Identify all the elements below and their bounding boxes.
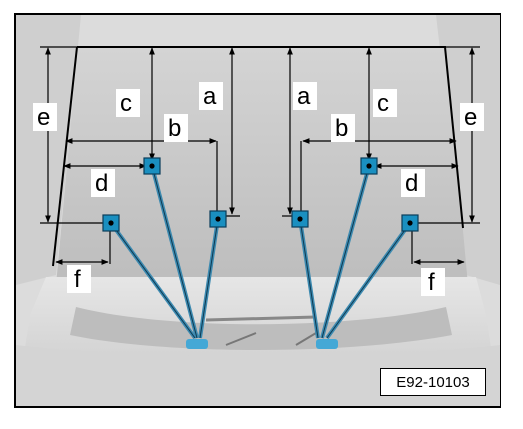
label-c-left: c (120, 90, 132, 117)
label-d-right: d (405, 170, 418, 197)
label-b-right: b (335, 115, 348, 142)
nozzle-markers (102, 157, 419, 232)
left-washer-connector (186, 339, 208, 349)
dimension-labels: a a c c b b d d e e f f (33, 82, 484, 296)
label-f-right: f (428, 269, 435, 296)
windscreen (56, 46, 468, 285)
label-f-left: f (74, 266, 81, 293)
wiper-recess (70, 307, 452, 350)
label-a-right: a (297, 83, 311, 110)
label-e-right: e (464, 104, 477, 131)
dimension-lines (40, 46, 480, 265)
right-pillar (436, 15, 500, 285)
car-body-illustration (16, 15, 500, 406)
figure-id-code: E92-10103 (380, 368, 486, 396)
label-a-left: a (203, 83, 217, 110)
label-c-right: c (377, 90, 389, 117)
right-washer-connector (316, 339, 338, 349)
label-b-left: b (168, 115, 181, 142)
label-d-left: d (95, 170, 108, 197)
label-e-left: e (37, 104, 50, 131)
